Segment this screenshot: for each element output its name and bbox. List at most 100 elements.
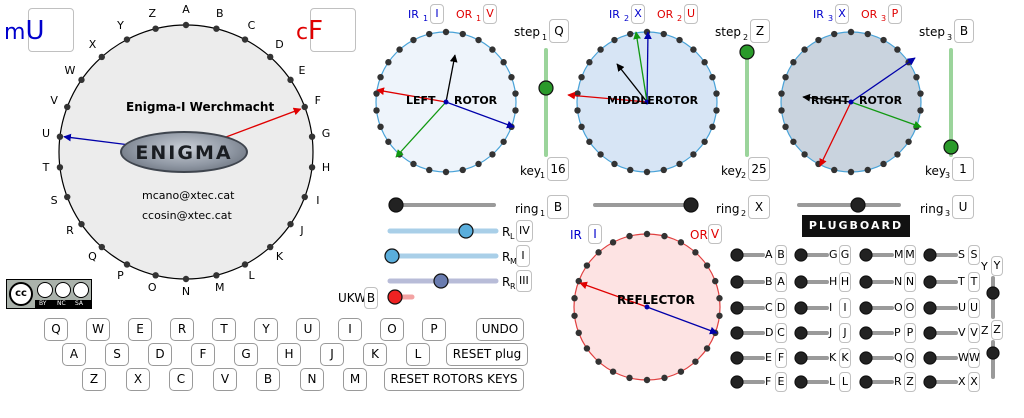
plug-U-partner[interactable]: U: [968, 298, 980, 318]
key-v[interactable]: V: [213, 368, 237, 391]
plug-H-knob[interactable]: [794, 275, 808, 289]
plug-D-knob[interactable]: [730, 326, 744, 340]
plug-O-partner[interactable]: O: [904, 298, 916, 318]
reset-rotors-keys-button[interactable]: RESET ROTORS KEYS: [384, 368, 524, 391]
rotor-selector-3-value[interactable]: III: [516, 270, 532, 292]
plug-I-knob[interactable]: [794, 301, 808, 315]
key-u[interactable]: U: [296, 318, 320, 341]
plug-E-knob[interactable]: [730, 351, 744, 365]
plug-C-partner[interactable]: D: [775, 298, 787, 318]
plug-X-knob[interactable]: [923, 375, 937, 389]
rotor-2-ring-slider-knob[interactable]: [683, 197, 699, 213]
plug-B-knob[interactable]: [730, 275, 744, 289]
plug-W-partner[interactable]: W: [968, 348, 980, 368]
plug-C-knob[interactable]: [730, 301, 744, 315]
rotor-selector-3-knob[interactable]: [433, 273, 449, 289]
plug-N-partner[interactable]: N: [904, 272, 916, 292]
rotor-1-key-slider-knob[interactable]: [538, 80, 554, 96]
plug-R-partner[interactable]: Z: [904, 372, 916, 392]
plug-Z-knob[interactable]: [986, 346, 1000, 360]
plug-Y-partner[interactable]: Y: [991, 256, 1003, 276]
rotor-1-ring-slider-knob[interactable]: [388, 197, 404, 213]
plug-F-partner[interactable]: E: [775, 372, 787, 392]
plug-N-knob[interactable]: [859, 275, 873, 289]
rotor-2-key-slider-knob[interactable]: [739, 44, 755, 60]
rotor-1-ring-value[interactable]: B: [547, 195, 569, 219]
plug-A-knob[interactable]: [730, 248, 744, 262]
plug-D-partner[interactable]: C: [775, 323, 787, 343]
reset-plug-button[interactable]: RESET plug: [446, 343, 528, 366]
plug-G-knob[interactable]: [794, 248, 808, 262]
plug-L-partner[interactable]: L: [839, 372, 851, 392]
key-b[interactable]: B: [256, 368, 280, 391]
rotor-3-key-value[interactable]: 1: [952, 157, 974, 181]
key-k[interactable]: K: [363, 343, 387, 366]
plug-H-partner[interactable]: H: [839, 272, 851, 292]
plug-V-knob[interactable]: [923, 326, 937, 340]
rotor-selector-2-value[interactable]: I: [516, 245, 530, 267]
plug-P-knob[interactable]: [859, 326, 873, 340]
plug-T-knob[interactable]: [923, 275, 937, 289]
key-r[interactable]: R: [170, 318, 194, 341]
plug-B-partner[interactable]: A: [775, 272, 787, 292]
undo-button[interactable]: UNDO: [476, 318, 524, 341]
plug-L-knob[interactable]: [794, 375, 808, 389]
plug-T-partner[interactable]: T: [968, 272, 980, 292]
key-w[interactable]: W: [86, 318, 110, 341]
plug-J-knob[interactable]: [794, 326, 808, 340]
cc-license-badge[interactable]: cc BY NC SA: [6, 279, 92, 309]
rotor-selector-2-knob[interactable]: [384, 248, 400, 264]
key-x[interactable]: X: [126, 368, 150, 391]
key-y[interactable]: Y: [254, 318, 278, 341]
key-a[interactable]: A: [62, 343, 86, 366]
plug-K-partner[interactable]: K: [839, 348, 851, 368]
rotor-2-step-value[interactable]: Z: [750, 19, 770, 43]
plug-Q-knob[interactable]: [859, 351, 873, 365]
key-m[interactable]: M: [343, 368, 367, 391]
key-p[interactable]: P: [422, 318, 446, 341]
plug-X-partner[interactable]: X: [968, 372, 980, 392]
key-q[interactable]: Q: [44, 318, 68, 341]
plug-U-knob[interactable]: [923, 301, 937, 315]
plug-R-knob[interactable]: [859, 375, 873, 389]
rotor-3-step-value[interactable]: B: [954, 19, 974, 43]
rotor-selector-1-value[interactable]: IV: [516, 220, 533, 242]
plug-S-knob[interactable]: [923, 248, 937, 262]
plug-W-knob[interactable]: [923, 351, 937, 365]
plug-Q-partner[interactable]: Q: [904, 348, 916, 368]
plug-I-partner[interactable]: I: [839, 298, 851, 318]
rotor-2-key-value[interactable]: 25: [748, 157, 770, 181]
ukw-slider-knob[interactable]: [387, 289, 403, 305]
plug-A-partner[interactable]: B: [775, 245, 787, 265]
plug-P-partner[interactable]: P: [904, 323, 916, 343]
rotor-3-ring-slider-knob[interactable]: [850, 197, 866, 213]
plug-J-partner[interactable]: J: [839, 323, 851, 343]
rotor-1-key-value[interactable]: 16: [547, 157, 569, 181]
key-j[interactable]: J: [320, 343, 344, 366]
plug-V-partner[interactable]: V: [968, 323, 980, 343]
key-d[interactable]: D: [148, 343, 172, 366]
key-h[interactable]: H: [277, 343, 301, 366]
plug-E-partner[interactable]: F: [775, 348, 787, 368]
ukw-selector[interactable]: B: [364, 287, 378, 309]
plug-K-knob[interactable]: [794, 351, 808, 365]
plug-F-knob[interactable]: [730, 375, 744, 389]
plug-Y-knob[interactable]: [986, 286, 1000, 300]
key-f[interactable]: F: [191, 343, 215, 366]
key-o[interactable]: O: [380, 318, 404, 341]
key-t[interactable]: T: [212, 318, 236, 341]
plug-M-partner[interactable]: M: [904, 245, 916, 265]
key-c[interactable]: C: [169, 368, 193, 391]
key-g[interactable]: G: [234, 343, 258, 366]
rotor-1-step-value[interactable]: Q: [549, 19, 569, 43]
key-n[interactable]: N: [300, 368, 324, 391]
rotor-3-ring-value[interactable]: U: [952, 195, 974, 219]
plug-M-knob[interactable]: [859, 248, 873, 262]
key-l[interactable]: L: [406, 343, 430, 366]
key-z[interactable]: Z: [82, 368, 106, 391]
plug-G-partner[interactable]: G: [839, 245, 851, 265]
rotor-selector-1-knob[interactable]: [458, 223, 474, 239]
plug-Z-partner[interactable]: Z: [991, 320, 1003, 340]
plug-S-partner[interactable]: S: [968, 245, 980, 265]
key-e[interactable]: E: [128, 318, 152, 341]
